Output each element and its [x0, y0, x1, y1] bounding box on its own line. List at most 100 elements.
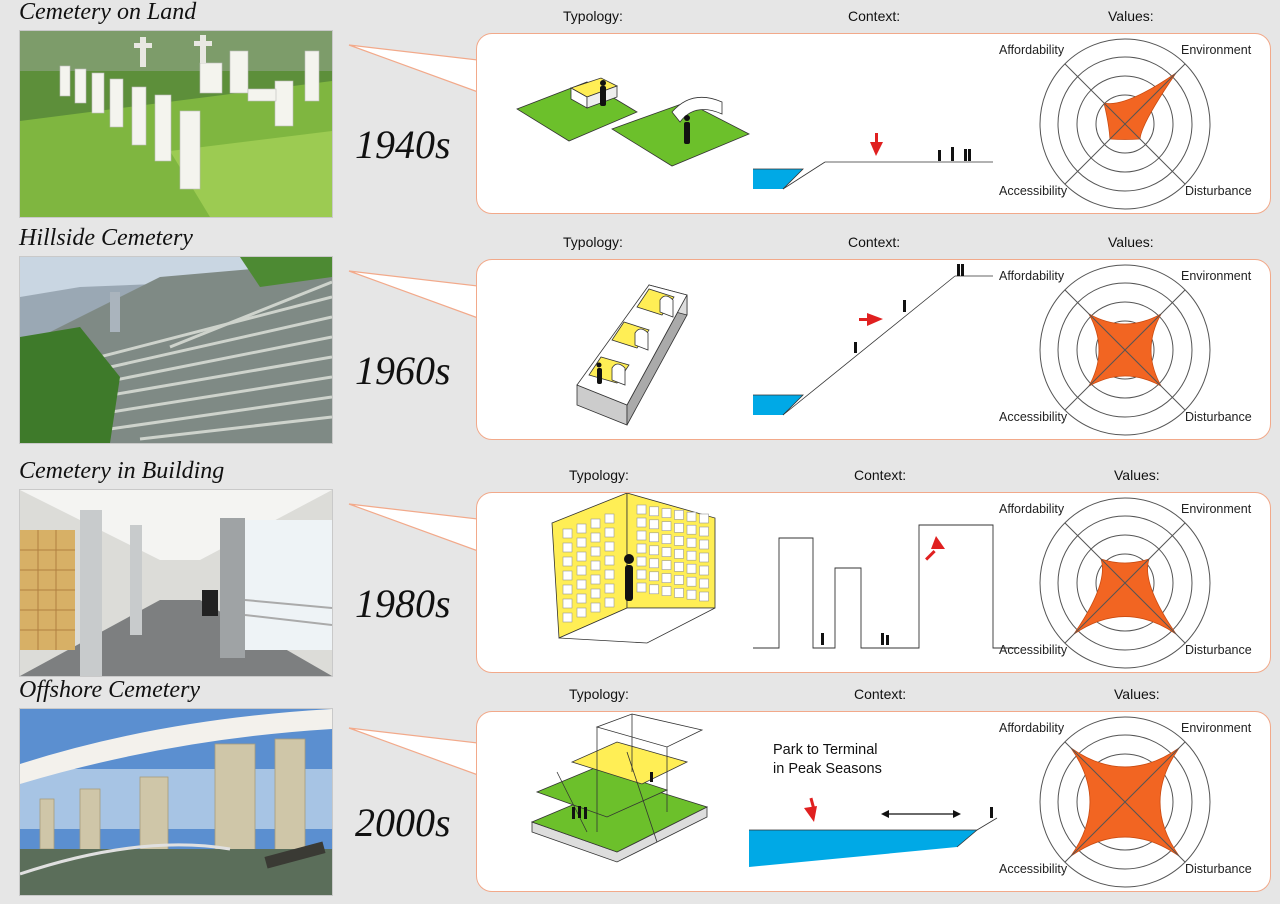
- radar-ring: [1039, 38, 1211, 210]
- radar-ring: [1057, 515, 1193, 651]
- context-label: Context:: [848, 8, 901, 24]
- niche: [686, 537, 697, 548]
- niche: [699, 552, 709, 563]
- axis-environment: Environment: [1181, 43, 1252, 57]
- niche: [661, 547, 672, 557]
- radar-value-shape: [1073, 558, 1177, 635]
- values-label: Values:: [1108, 8, 1154, 24]
- values-radar: [1039, 497, 1211, 669]
- niche: [699, 591, 709, 602]
- row-1980s: Cemetery in Building 1980s Typology: Con…: [0, 458, 1280, 685]
- radar-ring: [1095, 94, 1155, 154]
- photo-cemetery-in-building: [19, 489, 333, 677]
- radar-axis-line: [1064, 63, 1186, 185]
- niche: [661, 508, 672, 518]
- row-title: Hillside Cemetery: [19, 225, 193, 251]
- niche: [649, 532, 659, 543]
- niche: [661, 586, 672, 596]
- niche: [699, 539, 709, 550]
- row-1960s: Hillside Cemetery 1960s Typology: Contex…: [0, 225, 1280, 452]
- niche: [661, 534, 672, 544]
- context-diagram: [753, 133, 993, 190]
- niche: [674, 588, 684, 598]
- values-label: Values:: [1114, 467, 1160, 483]
- niche: [636, 504, 647, 515]
- photo-offshore-cemetery: [19, 708, 333, 896]
- values-radar: [1039, 716, 1211, 888]
- niche: [604, 597, 615, 608]
- typology-label: Typology:: [569, 686, 629, 702]
- axis-environment: Environment: [1181, 502, 1252, 516]
- niche: [699, 578, 709, 589]
- info-panel: Affordability Environment Accessibility …: [476, 33, 1271, 214]
- niche: [562, 542, 573, 553]
- radar-ring: [1057, 282, 1193, 418]
- context-label: Context:: [848, 234, 901, 250]
- context-diagram: [749, 797, 998, 867]
- niche: [636, 569, 647, 580]
- typology-label: Typology:: [563, 8, 623, 24]
- niche: [686, 511, 697, 522]
- niche: [686, 563, 697, 574]
- photo-hillside-cemetery: [19, 256, 333, 444]
- context-note-line-2: in Peak Seasons: [773, 761, 882, 777]
- niche: [699, 526, 709, 537]
- niche: [590, 546, 601, 557]
- niche: [576, 593, 587, 604]
- niche: [661, 521, 672, 531]
- typology-diagram: [530, 713, 709, 863]
- radar-ring: [1095, 320, 1155, 380]
- niche: [661, 560, 672, 570]
- niche: [576, 551, 587, 562]
- axis-accessibility: Accessibility: [999, 862, 1068, 876]
- typology-diagram: [551, 493, 716, 644]
- info-panel: Affordability Environment Accessibility …: [476, 492, 1271, 673]
- axis-disturbance: Disturbance: [1185, 862, 1252, 876]
- radar-ring: [1076, 534, 1174, 632]
- callout-pointer: [348, 270, 479, 319]
- typology-diagram: [576, 284, 688, 426]
- context-label: Context:: [854, 467, 907, 483]
- context-diagram: [753, 524, 1017, 649]
- radar-axis-line: [1064, 289, 1186, 411]
- niche: [562, 584, 573, 595]
- niche: [636, 517, 647, 528]
- niche: [604, 541, 615, 552]
- context-note-line-1: Park to Terminal: [773, 742, 878, 758]
- typology-label: Typology:: [563, 234, 623, 250]
- context-note: Park to Terminal in Peak Seasons: [773, 741, 882, 779]
- niche: [674, 523, 684, 533]
- context-diagram: [753, 264, 993, 416]
- radar-axis-line: [1064, 522, 1186, 644]
- axis-affordability: Affordability: [999, 43, 1065, 57]
- radar-ring: [1057, 56, 1193, 192]
- niche: [604, 513, 615, 524]
- niche: [636, 530, 647, 541]
- niche: [699, 513, 709, 524]
- radar-ring: [1057, 734, 1193, 870]
- axis-affordability: Affordability: [999, 502, 1065, 516]
- niche: [674, 536, 684, 546]
- decade-label: 2000s: [355, 800, 451, 845]
- callout-pointer: [348, 44, 479, 93]
- radar-ring: [1039, 264, 1211, 436]
- niche: [674, 575, 684, 585]
- decade-label: 1960s: [355, 348, 451, 393]
- niche: [649, 506, 659, 517]
- row-title: Cemetery on Land: [19, 0, 197, 25]
- niche: [562, 598, 573, 609]
- radar-value-shape: [1103, 72, 1177, 140]
- photo-cemetery-on-land: [19, 30, 333, 218]
- row-1940s: Cemetery on Land 1940s Typology: Context…: [0, 0, 1280, 226]
- row-2000s: Offshore Cemetery 2000s Typology: Contex…: [0, 677, 1280, 904]
- niche: [576, 523, 587, 534]
- row-title: Cemetery in Building: [19, 458, 225, 484]
- niche: [636, 543, 647, 554]
- axis-environment: Environment: [1181, 269, 1252, 283]
- axis-disturbance: Disturbance: [1185, 410, 1252, 424]
- niche: [674, 510, 684, 520]
- niche: [686, 589, 697, 600]
- niche: [562, 570, 573, 581]
- niche: [590, 518, 601, 529]
- niche: [674, 549, 684, 559]
